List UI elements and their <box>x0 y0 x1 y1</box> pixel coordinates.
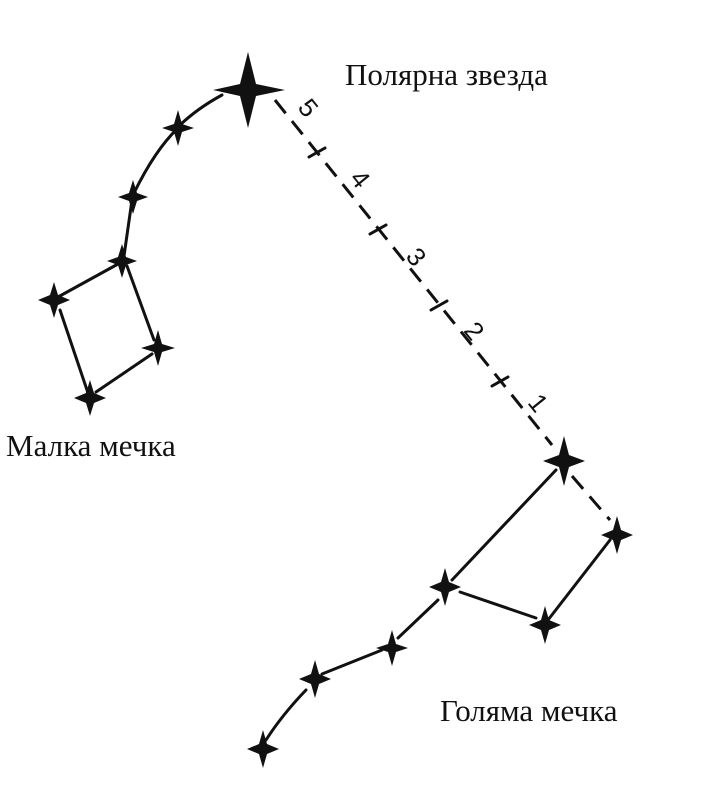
distance-tick <box>490 375 510 388</box>
star-icon <box>162 110 194 146</box>
distance-mark-1: 1 <box>522 388 554 418</box>
star-icon <box>118 180 148 214</box>
little-dipper-label: Малка мечка <box>6 428 176 463</box>
little-dipper-stars <box>38 110 194 416</box>
distance-mark-3: 3 <box>400 242 432 272</box>
distance-tick <box>368 223 388 236</box>
distance-marks: 5 4 3 2 1 <box>292 93 554 418</box>
star-icon <box>38 282 70 318</box>
distance-tick <box>307 146 327 159</box>
little-dipper-lines <box>56 93 224 395</box>
polaris-star-icon <box>213 52 285 128</box>
star-icon <box>529 606 561 644</box>
star-icon <box>543 436 585 486</box>
star-icon <box>74 380 106 416</box>
star-icon <box>429 568 461 606</box>
big-dipper-label: Голяма мечка <box>440 693 618 728</box>
big-dipper-stars <box>247 436 633 768</box>
distance-mark-4: 4 <box>344 164 376 194</box>
pointer-line <box>273 99 612 521</box>
distance-mark-2: 2 <box>458 316 490 346</box>
star-icon <box>299 660 331 698</box>
star-icon <box>601 516 633 554</box>
distance-tick <box>429 299 449 312</box>
star-icon <box>107 244 137 278</box>
big-dipper-lines <box>264 468 612 742</box>
star-icon <box>376 630 408 666</box>
distance-mark-5: 5 <box>292 93 324 123</box>
polaris-label: Полярна звезда <box>345 57 548 92</box>
star-icon <box>141 330 175 366</box>
star-icon <box>247 730 279 768</box>
